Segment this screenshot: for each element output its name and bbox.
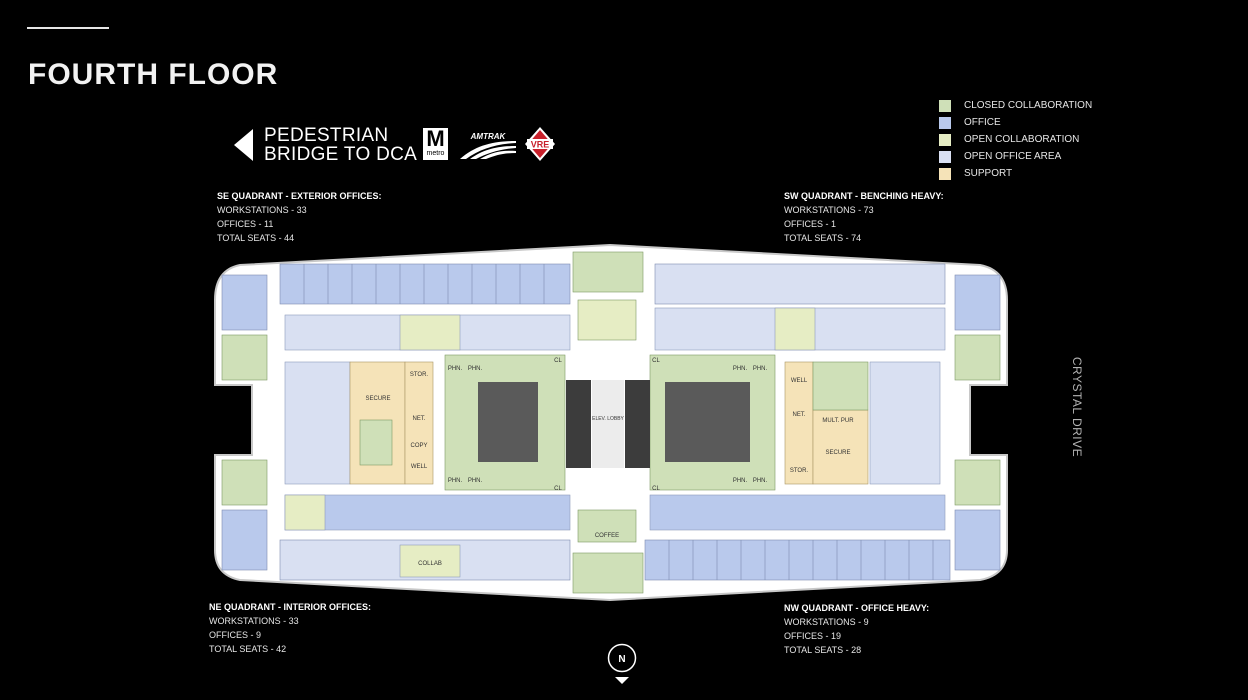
- metro-letter: M: [426, 126, 445, 151]
- legend-label: CLOSED COLLABORATION: [964, 100, 1093, 111]
- phn-label-2: PHN.: [468, 366, 483, 372]
- sw-quadrant-info: SW QUADRANT - BENCHING HEAVY: WORKSTATIO…: [784, 189, 944, 245]
- pedestrian-line-2: BRIDGE TO DCA: [264, 144, 418, 165]
- se-quadrant-title: SE QUADRANT - EXTERIOR OFFICES:: [217, 191, 382, 201]
- support-rooms: [349, 361, 869, 485]
- ne-workstations: WORKSTATIONS - 33: [209, 616, 299, 626]
- pedestrian-line-1: PEDESTRIAN: [264, 125, 389, 146]
- cl-label-2: CL: [652, 358, 660, 364]
- legend-label: OPEN COLLABORATION: [964, 134, 1080, 145]
- legend-item-open-office-area: OPEN OFFICE AREA: [939, 148, 1092, 165]
- phn-label-6: PHN.: [468, 478, 483, 484]
- sw-offices: OFFICES - 1: [784, 219, 837, 229]
- top-rule: [27, 27, 109, 29]
- nw-quadrant-title: NW QUADRANT - OFFICE HEAVY:: [784, 603, 930, 613]
- legend-swatch: [939, 150, 951, 163]
- nw-workstations: WORKSTATIONS - 9: [784, 617, 869, 627]
- legend-item-support: SUPPORT: [939, 165, 1092, 182]
- vre-logo: VRE: [525, 127, 555, 161]
- legend-item-closed-collaboration: CLOSED COLLABORATION: [939, 97, 1092, 114]
- legend-label: SUPPORT: [964, 168, 1013, 179]
- left-arrow-icon: [234, 129, 253, 161]
- se-offices: OFFICES - 11: [217, 219, 274, 229]
- page-title: FOURTH FLOOR: [28, 58, 279, 91]
- stor-label-left: STOR.: [410, 372, 429, 378]
- phn-label-5: PHN.: [448, 478, 463, 484]
- amtrak-text: AMTRAK: [470, 132, 507, 141]
- legend: CLOSED COLLABORATION OFFICE OPEN COLLABO…: [939, 97, 1092, 182]
- cl-label-4: CL: [652, 486, 660, 492]
- office-dividers: [303, 264, 934, 580]
- sw-total-seats: TOTAL SEATS - 74: [784, 233, 862, 243]
- cl-label-3: CL: [554, 486, 562, 492]
- legend-item-office: OFFICE: [939, 114, 1092, 131]
- net-label-right: NET.: [792, 412, 805, 418]
- cl-label-1: CL: [554, 358, 562, 364]
- north-arrow-icon: N: [607, 643, 637, 684]
- sw-quadrant-title: SW QUADRANT - BENCHING HEAVY:: [784, 191, 944, 201]
- nw-offices: OFFICES - 19: [784, 631, 842, 641]
- collab-label: COLLAB: [418, 561, 442, 567]
- amtrak-logo: AMTRAK: [460, 132, 516, 159]
- phn-label-7: PHN.: [733, 478, 748, 484]
- phn-label-8: PHN.: [753, 478, 768, 484]
- nw-quadrant-info: NW QUADRANT - OFFICE HEAVY: WORKSTATIONS…: [784, 601, 929, 657]
- nw-total-seats: TOTAL SEATS - 28: [784, 645, 862, 655]
- building-core: [444, 354, 776, 491]
- legend-swatch: [939, 167, 951, 180]
- well-label-right: WELL: [791, 378, 808, 384]
- sw-workstations: WORKSTATIONS - 73: [784, 205, 874, 215]
- legend-swatch: [939, 99, 951, 112]
- street-label: CRYSTAL DRIVE: [1070, 356, 1084, 458]
- vre-text: VRE: [531, 140, 550, 150]
- ne-quadrant-title: NE QUADRANT - INTERIOR OFFICES:: [209, 602, 371, 612]
- mult-pur-label: MULT. PUR: [822, 418, 854, 424]
- se-quadrant-info: SE QUADRANT - EXTERIOR OFFICES: WORKSTAT…: [217, 189, 382, 245]
- metro-text: metro: [426, 150, 445, 157]
- elev-lobby-label: ELEV. LOBBY: [592, 416, 624, 422]
- legend-swatch: [939, 133, 951, 146]
- phn-label-4: PHN.: [753, 366, 768, 372]
- legend-label: OPEN OFFICE AREA: [964, 151, 1062, 162]
- well-label-left: WELL: [411, 464, 428, 470]
- ne-offices: OFFICES - 9: [209, 630, 262, 640]
- ne-total-seats: TOTAL SEATS - 42: [209, 644, 287, 654]
- net-label-left: NET.: [412, 416, 425, 422]
- secure-label-left: SECURE: [365, 396, 390, 402]
- center-collab: [577, 299, 637, 341]
- se-total-seats: TOTAL SEATS - 44: [217, 233, 295, 243]
- phn-label-3: PHN.: [733, 366, 748, 372]
- stor-label-right: STOR.: [790, 468, 809, 474]
- copy-label-left: COPY: [410, 443, 427, 449]
- phn-label-1: PHN.: [448, 366, 463, 372]
- secure-label-right: SECURE: [825, 450, 850, 456]
- metro-logo: M metro: [423, 128, 448, 160]
- legend-label: OFFICE: [964, 117, 1001, 128]
- se-workstations: WORKSTATIONS - 33: [217, 205, 307, 215]
- coffee-room: [577, 509, 637, 543]
- pedestrian-bridge-label: PEDESTRIAN BRIDGE TO DCA: [264, 126, 417, 164]
- legend-swatch: [939, 116, 951, 129]
- north-label: N: [618, 654, 625, 665]
- legend-item-open-collaboration: OPEN COLLABORATION: [939, 131, 1092, 148]
- ne-quadrant-info: NE QUADRANT - INTERIOR OFFICES: WORKSTAT…: [209, 600, 371, 656]
- floor-plan: SECURE SECURE STOR. STOR. NET. NET. COPY…: [214, 243, 1008, 602]
- coffee-label: COFFEE: [595, 533, 619, 539]
- workstation-rows: [284, 307, 946, 578]
